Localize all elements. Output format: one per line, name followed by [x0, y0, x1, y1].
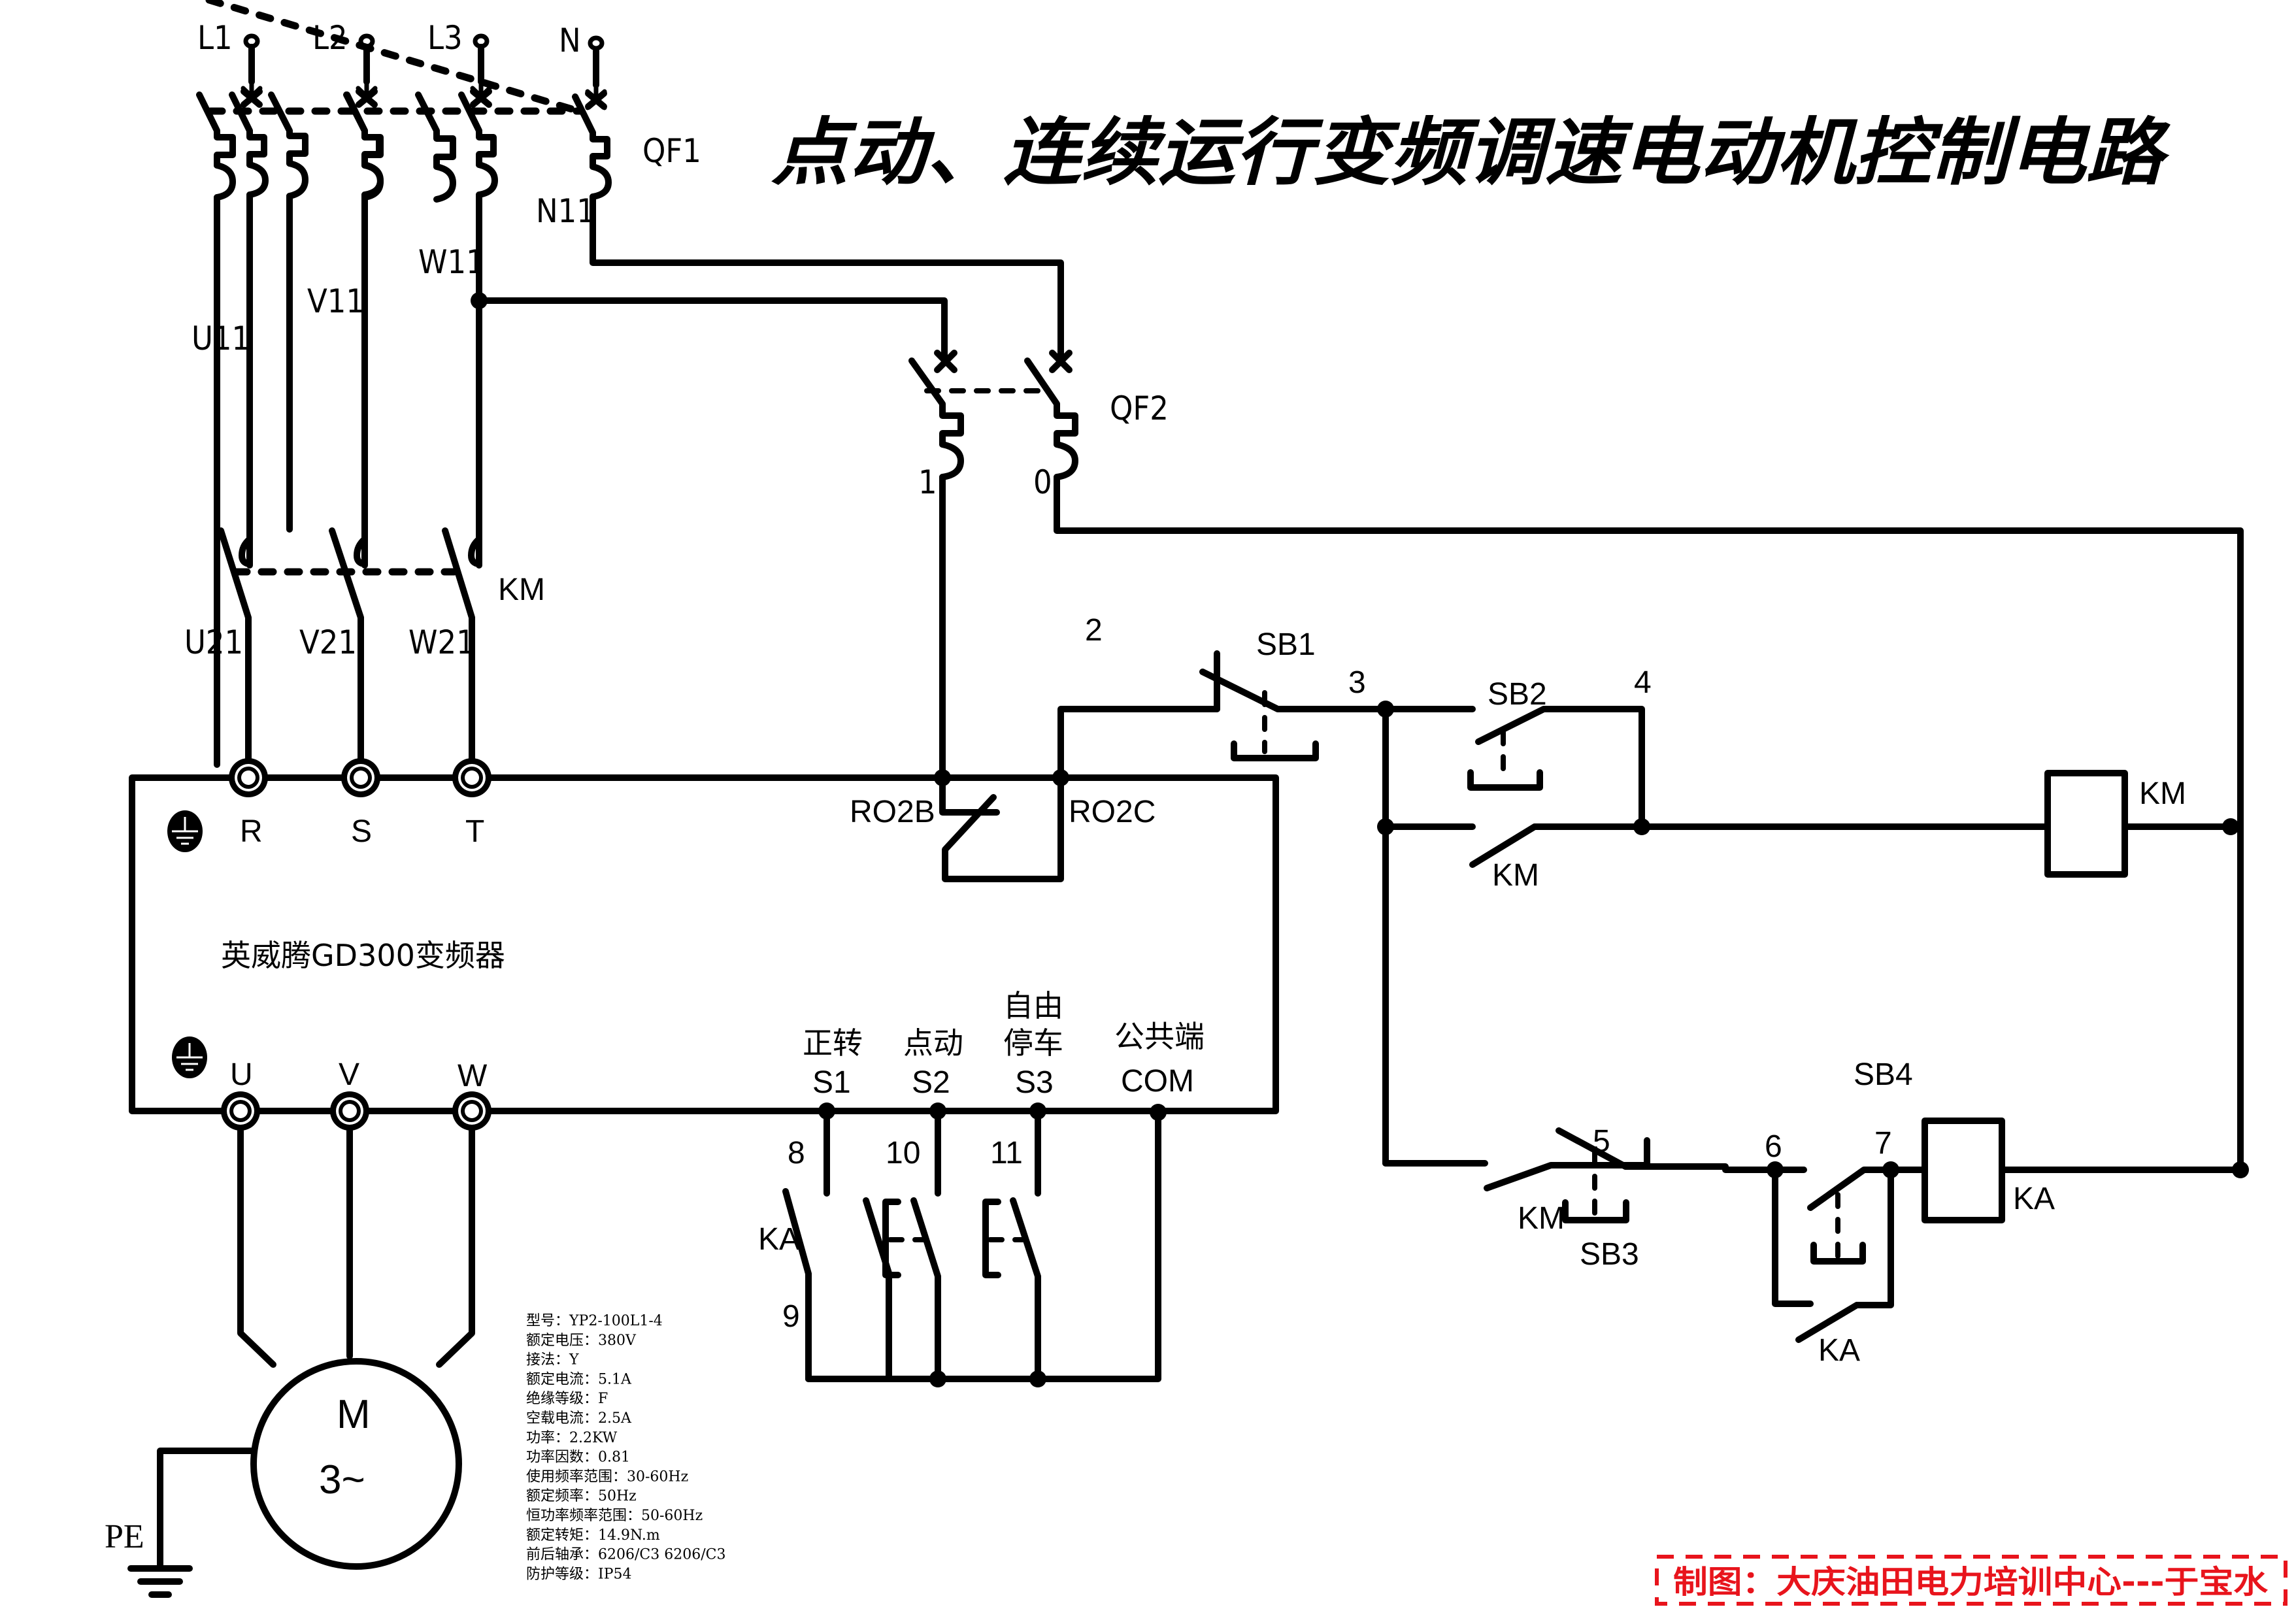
qf1-label: QF1	[642, 132, 701, 170]
km-control-branch: 2 SB1 3 SB2 4 KM KM	[1057, 613, 2239, 1167]
terminal-label-l1: L1	[197, 19, 233, 57]
wire-label-11: 11	[990, 1136, 1023, 1170]
diagram-title: 点动、连续运行变频调速电动机控制电路	[771, 110, 2171, 195]
terminal-t	[452, 758, 491, 797]
sb2-label: SB2	[1488, 677, 1547, 712]
junction-neutral-1	[2222, 818, 2239, 835]
km-coil-label: KM	[2139, 776, 2186, 811]
sb4-label: SB4	[1854, 1057, 1913, 1092]
wire-label-0: 0	[1033, 463, 1052, 501]
terminal-r	[229, 758, 268, 797]
terminal-label-s: S	[351, 814, 372, 849]
main-contactor-km: KM U21 V21 W21	[184, 526, 545, 781]
terminal-label-com: COM	[1121, 1064, 1194, 1099]
motor-spec-line: 额定电流：5.1A	[526, 1371, 632, 1387]
terminal-label-ro2b: RO2B	[850, 795, 935, 829]
input-function-com: 公共端	[1114, 1019, 1205, 1054]
motor-spec-line: 额定转矩：14.9N.m	[526, 1527, 660, 1544]
km-coil	[2044, 770, 2128, 878]
input-function-s1: 正转	[803, 1025, 863, 1061]
motor-spec-line: 功率：2.2KW	[526, 1430, 618, 1446]
credit-box: 制图：大庆油田电力培训中心---于宝水	[1655, 1555, 2288, 1606]
ka-control-branch: KM 5 SB3 6 SB4 7 KA KA	[1382, 1057, 2249, 1368]
motor-spec-line: 接法：Y	[526, 1352, 579, 1368]
credit-text: 制图：大庆油田电力培训中心---于宝水	[1673, 1564, 2269, 1600]
terminal-w	[452, 1091, 491, 1131]
km-hold-label: KM	[1492, 858, 1539, 893]
terminal-label-v: V	[339, 1057, 359, 1092]
ka-s1-label: KA	[758, 1222, 800, 1257]
motor-specs: 型号：YP2-100L1-4 额定电压：380V 接法：Y 额定电流：5.1A 绝缘等级…	[526, 1313, 725, 1582]
terminal-label-s3: S3	[1015, 1065, 1054, 1100]
qf1-mechanical-link	[205, 0, 582, 115]
wire-label-6: 6	[1765, 1129, 1782, 1164]
wire-label-w11: W11	[418, 243, 485, 281]
junction-neutral-2	[2232, 1161, 2249, 1178]
wire-label-8: 8	[788, 1136, 805, 1170]
qf2-label: QF2	[1110, 389, 1169, 427]
motor-spec-line: 恒功率频率范围：50-60Hz	[526, 1508, 703, 1524]
wire-label-u11: U11	[191, 320, 250, 357]
pe-label: PE	[105, 1518, 144, 1555]
terminal-label-t: T	[465, 814, 484, 849]
motor-symbol	[250, 1358, 462, 1570]
ka-coil-label: KA	[2013, 1182, 2055, 1216]
terminal-label-s2: S2	[912, 1065, 950, 1100]
wire-label-n11: N11	[536, 192, 595, 230]
motor-spec-line: 使用频率范围：30-60Hz	[526, 1468, 688, 1485]
motor-phase-label: 3~	[319, 1457, 365, 1502]
ground-icon	[172, 1036, 207, 1078]
terminal-label-n: N	[559, 22, 581, 59]
input-contacts: KA 8 9 10 11	[758, 1108, 1161, 1387]
inverter-name: 英威腾GD300变频器	[221, 938, 505, 973]
wire-label-2: 2	[1085, 613, 1103, 648]
wire-label-1: 1	[918, 463, 937, 501]
km-aux-label: KM	[1518, 1201, 1565, 1236]
junction-w11	[471, 292, 488, 309]
wire-label-3: 3	[1348, 665, 1366, 700]
wire-label-v11: V11	[307, 282, 365, 320]
sb3-label: SB3	[1580, 1237, 1639, 1272]
motor-label: M	[337, 1392, 371, 1437]
terminal-label-w: W	[458, 1059, 488, 1093]
motor-spec-line: 空载电流：2.5A	[526, 1410, 632, 1427]
terminal-label-s1: S1	[812, 1065, 851, 1100]
qf1-poles-drawn	[207, 44, 1064, 542]
wire-label-9: 9	[782, 1299, 800, 1334]
breaker-qf2: QF2 1 0	[908, 350, 2244, 1173]
km-main-label: KM	[498, 572, 545, 607]
terminal-label-u: U	[230, 1057, 253, 1092]
motor-spec-line: 防护等级：IP54	[526, 1566, 632, 1582]
wire-label-w21: W21	[408, 623, 475, 661]
motor-spec-line: 功率因数：0.81	[526, 1450, 630, 1466]
terminal-label-ro2c: RO2C	[1069, 795, 1156, 829]
ka-coil	[1922, 1118, 2005, 1223]
motor-spec-line: 前后轴承：6206/C3 6206/C3	[526, 1547, 725, 1563]
supply-terminals: L1 L2 L3 N	[197, 19, 605, 59]
sb1-label: SB1	[1256, 627, 1316, 662]
wire-label-7: 7	[1874, 1126, 1892, 1161]
wire-label-10: 10	[886, 1136, 920, 1170]
wire-label-u21: U21	[184, 623, 243, 661]
motor-spec-line: 绝缘等级：F	[526, 1391, 608, 1407]
wire-label-4: 4	[1634, 665, 1652, 700]
wire-label-v21: V21	[299, 623, 357, 661]
motor-spec-line: 额定频率：50Hz	[526, 1488, 637, 1504]
wire-w11-tap	[476, 297, 948, 356]
inverter-box: R S T 英威腾GD300变频器 U V W RO2B	[129, 758, 1279, 1131]
motor: M 3~ PE	[105, 1127, 475, 1598]
terminal-label-r: R	[240, 814, 263, 849]
terminal-u	[221, 1091, 260, 1131]
input-function-s3-line2: 停车	[1003, 1025, 1063, 1061]
terminal-label-l3: L3	[427, 19, 463, 57]
input-function-s2: 点动	[903, 1025, 963, 1061]
terminal-v	[330, 1091, 369, 1131]
motor-spec-line: 型号：YP2-100L1-4	[526, 1313, 663, 1329]
motor-spec-line: 额定电压：380V	[526, 1333, 637, 1349]
input-function-s3-line1: 自由	[1003, 988, 1063, 1023]
ka-hold-label: KA	[1818, 1333, 1860, 1368]
terminal-s	[341, 758, 380, 797]
ground-icon	[167, 810, 203, 852]
